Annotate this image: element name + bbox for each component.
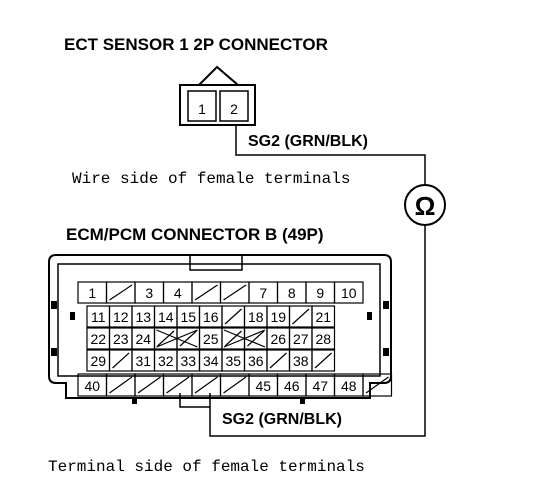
ohm-symbol: Ω <box>415 191 436 221</box>
ecm-pin-label: 47 <box>312 378 328 394</box>
ecm-pin-label: 34 <box>203 353 219 369</box>
ecm-pin-label: 11 <box>91 309 106 325</box>
ecm-caption: Terminal side of female terminals <box>48 458 365 476</box>
empty-cavity-slash <box>224 330 242 347</box>
ecm-pin-label: 14 <box>158 309 174 325</box>
ecm-pin-label: 45 <box>255 378 271 394</box>
ecm-pin-label: 7 <box>259 285 267 301</box>
ecm-pin-label: 3 <box>145 285 153 301</box>
ecm-pin-label: 27 <box>293 331 309 347</box>
ecm-pin-label: 19 <box>270 309 286 325</box>
ecm-pin-label: 10 <box>341 285 357 301</box>
ecm-pin-label: 16 <box>203 309 219 325</box>
ecm-pin-cell <box>311 327 336 350</box>
sensor-title: ECT SENSOR 1 2P CONNECTOR <box>64 35 328 54</box>
sensor-pin-1: 1 <box>198 101 206 117</box>
empty-cavity-slash <box>157 330 175 347</box>
wire-label-top: SG2 (GRN/BLK) <box>248 133 368 150</box>
empty-cavity-slash <box>247 330 265 347</box>
ecm-pin-label: 4 <box>174 285 182 301</box>
empty-cavity-slash <box>112 352 130 369</box>
sensor-pin-2: 2 <box>230 101 238 117</box>
ecm-pin-label: 24 <box>135 331 151 347</box>
ecm-pin-label: 13 <box>135 309 151 325</box>
wire-label-bottom: SG2 (GRN/BLK) <box>222 411 342 428</box>
ecm-pin-label: 25 <box>203 331 219 347</box>
empty-cavity-slash <box>109 284 133 301</box>
ecm-pin-label: 21 <box>315 309 331 325</box>
empty-cavity-slash <box>224 308 242 325</box>
ecm-pin-label: 38 <box>293 353 309 369</box>
empty-cavity-slash <box>269 352 287 369</box>
empty-cavity-slash <box>194 376 218 394</box>
ecm-pin-label: 22 <box>90 331 106 347</box>
ecm-pin-label: 9 <box>316 285 324 301</box>
ecm-pin-label: 33 <box>180 353 196 369</box>
empty-cavity-slash <box>223 284 247 301</box>
empty-cavity-slash <box>223 376 247 394</box>
empty-cavity-slash <box>179 330 197 347</box>
ecm-pin-label: 15 <box>180 309 196 325</box>
empty-cavity-slash <box>314 352 332 369</box>
ecm-pin-label: 26 <box>270 331 286 347</box>
empty-cavity-slash <box>109 376 133 394</box>
ecm-pin-label: 46 <box>284 378 300 394</box>
ecm-pin-cell <box>333 281 364 304</box>
ecm-pin-label: 8 <box>288 285 296 301</box>
ecm-pin-label: 12 <box>113 309 129 325</box>
sensor-connector: 1 2 <box>179 65 256 126</box>
test-wiring: Ω <box>179 125 446 437</box>
blocked-cavity-x <box>223 329 266 348</box>
sensor-caption: Wire side of female terminals <box>72 170 350 188</box>
ecm-pin-label: 48 <box>341 378 357 394</box>
ecm-pin-label: 31 <box>135 353 151 369</box>
ecm-pin-cell <box>311 305 336 328</box>
ecm-pin-label: 35 <box>225 353 241 369</box>
empty-cavity-slash <box>365 376 389 394</box>
ecm-pin-label: 28 <box>315 331 331 347</box>
ecm-pin-label: 32 <box>158 353 174 369</box>
blocked-cavity-x <box>156 329 198 348</box>
ecm-pin-label: 36 <box>248 353 264 369</box>
ecm-pin-label: 23 <box>113 331 129 347</box>
ecm-connector-shell <box>48 254 392 404</box>
ecm-pin-label: 29 <box>90 353 106 369</box>
ecm-pin-label: 40 <box>84 378 100 394</box>
ecm-title: ECM/PCM CONNECTOR B (49P) <box>66 225 324 244</box>
ecm-pin-cell <box>362 373 393 397</box>
empty-cavity-slash <box>137 376 161 394</box>
empty-cavity-slash <box>292 308 310 325</box>
ecm-pin-cell <box>311 349 336 372</box>
empty-cavity-slash <box>166 376 190 394</box>
ecm-pin-label: 18 <box>248 309 264 325</box>
empty-cavity-slash <box>194 284 218 301</box>
ecm-pin-label: 1 <box>88 285 96 301</box>
